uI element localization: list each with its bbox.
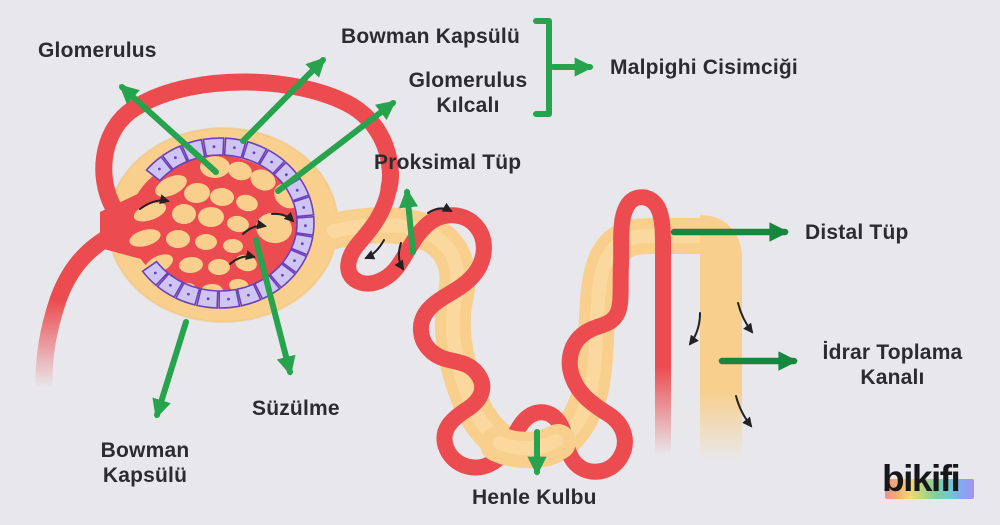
label-bowman-capsule-bottom-line2: Kapsülü: [102, 464, 188, 487]
label-glomerulus-capillary-line1: Glomerulus: [408, 69, 528, 92]
label-collecting-duct: İdrar Toplama Kanalı: [800, 340, 985, 390]
label-bowman-capsule-top: Bowman Kapsülü: [341, 25, 520, 48]
label-malpighian-corpuscle: Malpighi Cisimciği: [610, 56, 798, 79]
bikifi-logo: bikifi: [880, 458, 980, 513]
logo-rainbow-bar: [885, 479, 974, 499]
label-henle-loop: Henle Kulbu: [472, 486, 597, 509]
label-bowman-capsule-bottom-line1: Bowman: [100, 439, 190, 462]
nephron-tubule: [316, 207, 718, 469]
label-glomerulus-capillary: Glomerulus Kılcalı: [398, 68, 538, 118]
malpighi-bracket: [533, 18, 552, 117]
label-bowman-capsule-bottom: Bowman Kapsülü: [85, 438, 205, 488]
label-collecting-duct-line2: Kanalı: [860, 366, 925, 389]
label-proximal-tube: Proksimal Tüp: [374, 151, 522, 174]
vasa-recta-vessels: [340, 180, 672, 480]
collecting-duct: [698, 215, 742, 460]
label-arrows: [119, 18, 798, 476]
flow-arrows: [139, 194, 754, 428]
label-glomerulus: Glomerulus: [38, 39, 157, 62]
label-collecting-duct-line1: İdrar Toplama: [822, 341, 963, 364]
logo-text: bikifi: [882, 458, 961, 499]
label-filtration: Süzülme: [252, 397, 340, 420]
label-distal-tube: Distal Tüp: [805, 221, 909, 244]
label-glomerulus-capillary-line2: Kılcalı: [436, 94, 500, 117]
